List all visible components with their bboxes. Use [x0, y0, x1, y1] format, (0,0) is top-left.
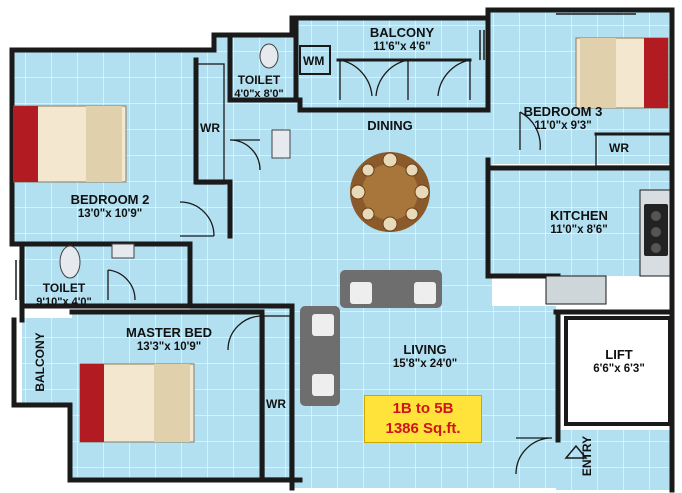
- bed-bedroom2: [13, 105, 127, 183]
- label-wr-bedroom2: WR: [200, 121, 220, 135]
- room-dimensions: 11'6"x 4'6": [373, 40, 431, 53]
- room-name: KITCHEN: [550, 208, 608, 223]
- entry-arrow: [564, 444, 588, 459]
- room-label-bedroom2: BEDROOM 2 13'0"x 10'9": [50, 192, 170, 221]
- sofas: [300, 270, 442, 406]
- room-name: LIVING: [403, 342, 447, 357]
- area-badge: 1B to 5B 1386 Sq.ft.: [364, 395, 482, 443]
- label-entry: ENTRY: [580, 435, 594, 477]
- label-wr-bedroom3: WR: [609, 141, 629, 155]
- room-dimensions: 15'8"x 24'0": [392, 357, 458, 370]
- room-dimensions: 11'0"x 9'3": [534, 119, 592, 132]
- label-wm: WM: [303, 54, 325, 68]
- kitchen-stove: [644, 204, 668, 256]
- wardrobes: [195, 63, 671, 479]
- room-dimensions: 13'3"x 10'9": [136, 340, 202, 353]
- room-dimensions: 4'0"x 8'0": [234, 87, 284, 100]
- area-badge-sqft: 1386 Sq.ft.: [385, 420, 461, 437]
- room-name: TOILET: [237, 73, 281, 87]
- label-wr-master: WR: [266, 397, 286, 411]
- room-dimensions: 6'6"x 6'3": [593, 362, 645, 375]
- beds: [13, 37, 669, 443]
- room-label-balcony-top: BALCONY 11'6"x 4'6": [362, 25, 442, 54]
- room-name: BEDROOM 2: [70, 192, 150, 207]
- room-name: TOILET: [42, 281, 86, 295]
- windows: [15, 9, 636, 300]
- room-name: BEDROOM 3: [523, 104, 603, 119]
- door-swings: [107, 59, 553, 475]
- room-label-living: LIVING 15'8"x 24'0": [370, 342, 480, 371]
- room-label-lift: LIFT 6'6"x 6'3": [576, 347, 662, 376]
- dining-table: [350, 152, 430, 232]
- room-name: DINING: [367, 118, 413, 133]
- washing-machine-box: [299, 45, 331, 75]
- walls: [9, 7, 675, 493]
- room-label-toilet-left: TOILET 9'10"x 4'0": [26, 281, 102, 308]
- room-name: BALCONY: [369, 25, 435, 40]
- room-label-toilet-top: TOILET 4'0"x 8'0": [224, 73, 294, 100]
- room-dimensions: 13'0"x 10'9": [77, 207, 143, 220]
- room-dimensions: 9'10"x 4'0": [36, 295, 92, 308]
- room-label-bedroom3: BEDROOM 3 11'0"x 9'3": [508, 104, 618, 133]
- lift-shaft: [564, 316, 672, 426]
- room-label-dining: DINING: [350, 118, 430, 134]
- room-name: LIFT: [605, 347, 633, 362]
- room-dimensions: 11'0"x 8'6": [550, 223, 608, 236]
- room-label-kitchen: KITCHEN 11'0"x 8'6": [524, 208, 634, 237]
- bed-bedroom3: [575, 37, 669, 109]
- area-badge-units: 1B to 5B: [392, 400, 454, 417]
- room-name: MASTER BED: [126, 325, 212, 340]
- room-label-balcony-left: BALCONY: [33, 332, 47, 392]
- room-label-master-bed: MASTER BED 13'3"x 10'9": [104, 325, 234, 354]
- toilet-fixtures: [59, 43, 291, 279]
- bed-master: [79, 363, 195, 443]
